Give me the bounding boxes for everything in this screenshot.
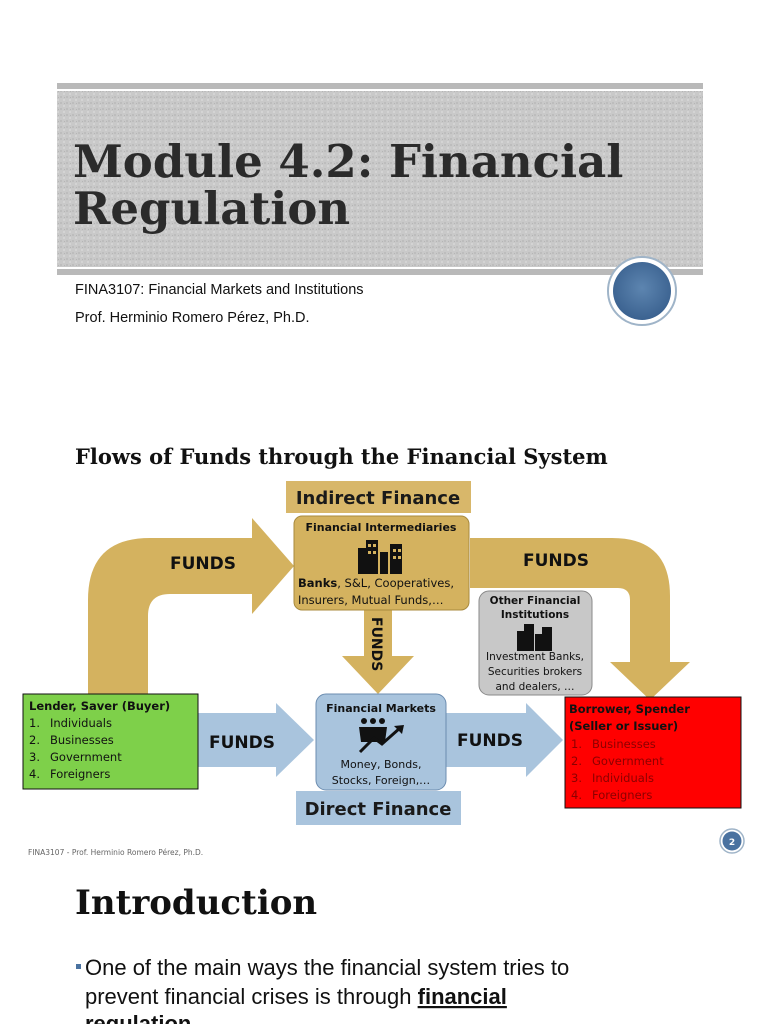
slide-3: Introduction One of the main ways the fi… bbox=[75, 883, 569, 1024]
lender-box bbox=[22, 693, 199, 790]
slide-1-title-line-1: Module 4.2: Financial bbox=[73, 135, 623, 188]
slide-1: Module 4.2: Financial Regulation FINA310… bbox=[57, 83, 703, 326]
funds-label-1: FUNDS bbox=[170, 554, 236, 574]
borrower-box bbox=[564, 696, 742, 809]
other-institutions-line-2: Securities brokers bbox=[488, 666, 582, 678]
funds-arrow-markets-to-borrower bbox=[446, 703, 563, 777]
course-name: FINA3107: Financial Markets and Institut… bbox=[75, 282, 364, 298]
markets-line-2: Stocks, Foreign,… bbox=[332, 774, 430, 787]
markets-title: Financial Markets bbox=[326, 702, 436, 715]
lender-item-label: Businesses bbox=[50, 733, 114, 747]
slide-2: Flows of Funds through the Financial Sys… bbox=[22, 444, 745, 857]
title-band bbox=[57, 91, 703, 267]
other-institutions-title-2: Institutions bbox=[501, 609, 569, 621]
other-institutions-line-1: Investment Banks, bbox=[486, 651, 584, 663]
funds-label-2: FUNDS bbox=[523, 551, 589, 571]
intermediaries-line-2: Insurers, Mutual Funds,… bbox=[298, 593, 443, 607]
borrower-item: 1. bbox=[571, 737, 582, 751]
lender-item-label: Government bbox=[50, 750, 122, 764]
borrower-item: 2. bbox=[571, 754, 582, 768]
borrower-title-2: (Seller or Issuer) bbox=[569, 719, 678, 733]
bullet-line-3: regulation bbox=[85, 1011, 191, 1024]
markets-line-1: Money, Bonds, bbox=[341, 758, 422, 771]
lender-item: 2. bbox=[29, 733, 40, 747]
borrower-item-label: Government bbox=[592, 754, 664, 768]
other-institutions-line-3: and dealers, … bbox=[496, 681, 575, 693]
lender-list: 1. Individuals 2. Businesses 3. Governme… bbox=[29, 716, 122, 781]
direct-finance-box bbox=[296, 791, 461, 825]
borrower-item-label: Individuals bbox=[592, 771, 654, 785]
lender-item-label: Individuals bbox=[50, 716, 112, 730]
intermediaries-title: Financial Intermediaries bbox=[306, 521, 457, 534]
funds-label-4: FUNDS bbox=[457, 731, 523, 751]
slide-2-title: Flows of Funds through the Financial Sys… bbox=[75, 444, 608, 469]
borrower-item: 4. bbox=[571, 788, 582, 802]
slide-2-footer: FINA3107 - Prof. Herminio Romero Pérez, … bbox=[28, 848, 203, 857]
professor-name: Prof. Herminio Romero Pérez, Ph.D. bbox=[75, 310, 310, 326]
borrower-list: 1. Businesses 2. Government 3. Individua… bbox=[571, 737, 664, 802]
bullet-marker bbox=[76, 964, 81, 969]
borrower-item-label: Foreigners bbox=[592, 788, 652, 802]
slide-1-title-line-2: Regulation bbox=[73, 182, 350, 235]
borrower-item: 3. bbox=[571, 771, 582, 785]
indirect-finance-label: Indirect Finance bbox=[296, 488, 460, 509]
buildings-icon-small bbox=[517, 624, 552, 651]
funds-arrow-intermediaries-to-markets bbox=[342, 610, 414, 694]
funds-arrow-intermediaries-to-borrower bbox=[470, 538, 690, 700]
borrower-item-label: Businesses bbox=[592, 737, 656, 751]
lender-item: 1. bbox=[29, 716, 40, 730]
page-number-badge: 2 bbox=[719, 828, 745, 854]
bullet-line-2: prevent financial crises is through fina… bbox=[85, 984, 507, 1009]
lender-item-label: Foreigners bbox=[50, 767, 110, 781]
direct-finance-label: Direct Finance bbox=[305, 799, 452, 820]
other-institutions-title-1: Other Financial bbox=[490, 595, 581, 607]
page-number: 2 bbox=[729, 838, 735, 848]
lender-item: 4. bbox=[29, 767, 40, 781]
lender-title: Lender, Saver (Buyer) bbox=[29, 699, 170, 713]
title-band-top-rule bbox=[57, 83, 703, 89]
borrower-title-1: Borrower, Spender bbox=[569, 702, 690, 716]
funds-arrow-lender-to-intermediaries bbox=[88, 518, 294, 694]
lender-item: 3. bbox=[29, 750, 40, 764]
decorative-circle bbox=[607, 256, 677, 326]
funds-label-vertical: FUNDS bbox=[368, 617, 384, 671]
buildings-icon bbox=[358, 540, 402, 574]
funds-label-3: FUNDS bbox=[209, 733, 275, 753]
intermediaries-line-1: Banks, S&L, Cooperatives, bbox=[298, 576, 454, 590]
title-band-bottom-rule bbox=[57, 269, 703, 275]
indirect-finance-box bbox=[286, 481, 471, 513]
slide-3-title: Introduction bbox=[75, 883, 317, 923]
funds-arrow-lender-to-markets bbox=[196, 703, 314, 777]
people-growth-icon bbox=[358, 718, 404, 754]
bullet-line-1: One of the main ways the financial syste… bbox=[85, 955, 569, 980]
